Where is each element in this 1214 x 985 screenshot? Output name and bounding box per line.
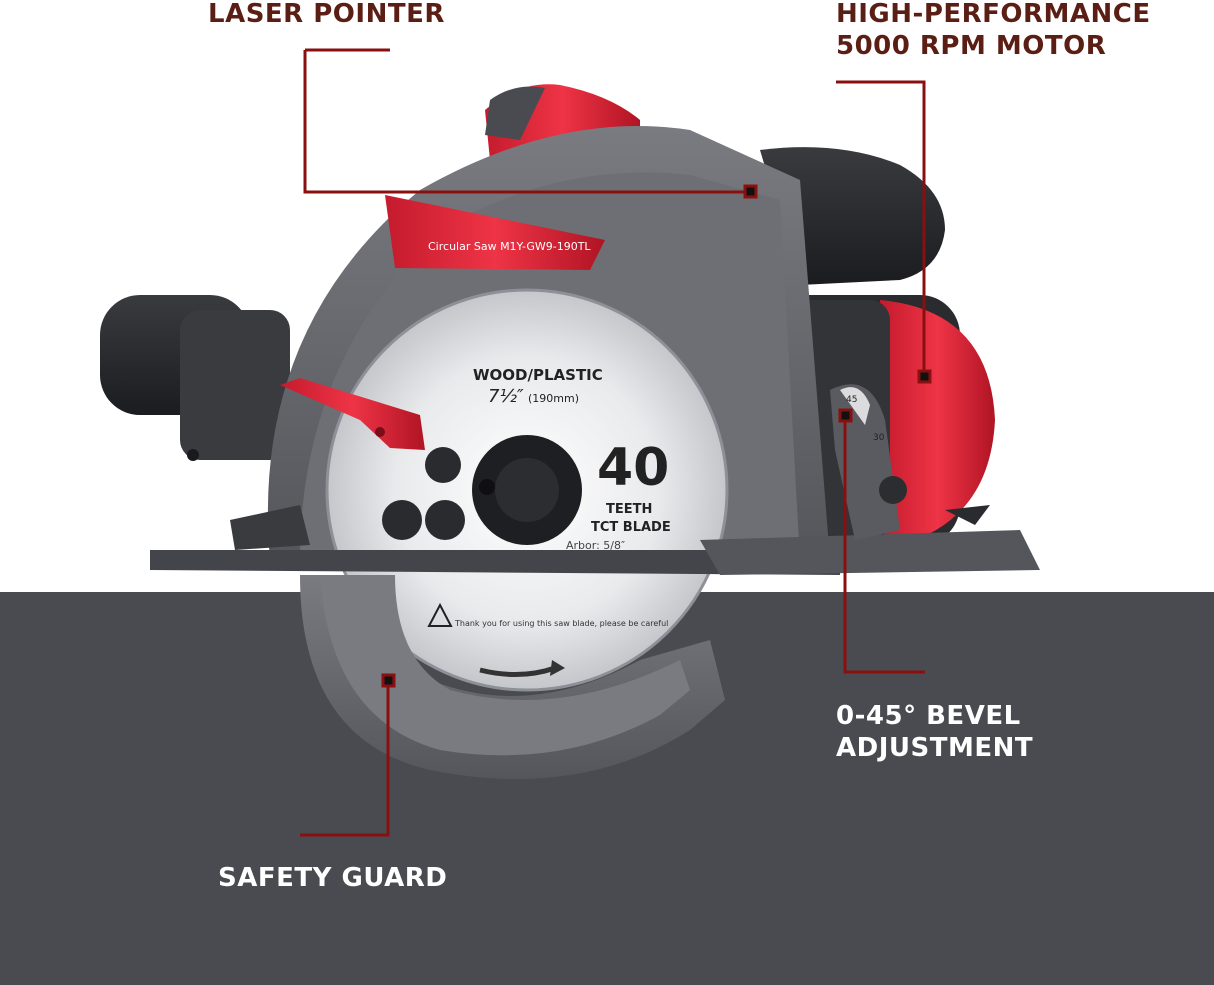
- blade-size-mm-label: (190mm): [528, 392, 579, 405]
- blade-notice-text: Thank you for using this saw blade, plea…: [454, 619, 668, 628]
- base-plate: [150, 505, 1040, 575]
- blade-type-label: TCT BLADE: [591, 520, 671, 535]
- callout-motor-line2: 5000 RPM MOTOR: [836, 31, 1107, 61]
- model-label-text: Circular Saw M1Y-GW9-190TL: [428, 240, 591, 253]
- warning-icon: [427, 602, 453, 627]
- rear-handle: [760, 147, 945, 285]
- leader-lines: [300, 48, 926, 837]
- callout-safety-guard-text: SAFETY GUARD: [218, 863, 448, 893]
- blade-teeth-label: TEETH: [606, 502, 652, 517]
- bevel-mark-45: 45: [846, 395, 857, 405]
- blade-lock-lever: [280, 378, 425, 450]
- callout-bevel-line1: 0-45° BEVEL: [836, 701, 1021, 731]
- callout-motor-line1: HIGH-PERFORMANCE: [836, 0, 1151, 29]
- bevel-bracket: [830, 384, 990, 540]
- callout-safety-guard: SAFETY GUARD: [218, 862, 447, 894]
- lower-safety-guard: [300, 575, 725, 779]
- callout-laser-pointer: LASER POINTER: [208, 0, 445, 30]
- leader-markers: [381, 184, 932, 688]
- callout-bevel: 0-45° BEVEL ADJUSTMENT: [836, 700, 1033, 764]
- blade-size-label: 7½″: [488, 386, 524, 407]
- blade-teeth-count: 40: [597, 438, 669, 498]
- bevel-mark-30: 30: [873, 433, 885, 443]
- dust-port: [100, 295, 290, 461]
- rotation-arrow: [479, 660, 565, 678]
- callout-laser-pointer-text: LASER POINTER: [208, 0, 445, 29]
- safety-icons: [382, 447, 465, 540]
- callout-bevel-line2: ADJUSTMENT: [836, 733, 1034, 763]
- callout-motor: HIGH-PERFORMANCE 5000 RPM MOTOR: [836, 0, 1151, 62]
- blade-arbor-label: Arbor: 5/8″: [566, 539, 625, 552]
- blade-material-label: WOOD/PLASTIC: [473, 366, 603, 384]
- model-label-plate: [385, 195, 605, 270]
- saw-blade: [325, 288, 729, 692]
